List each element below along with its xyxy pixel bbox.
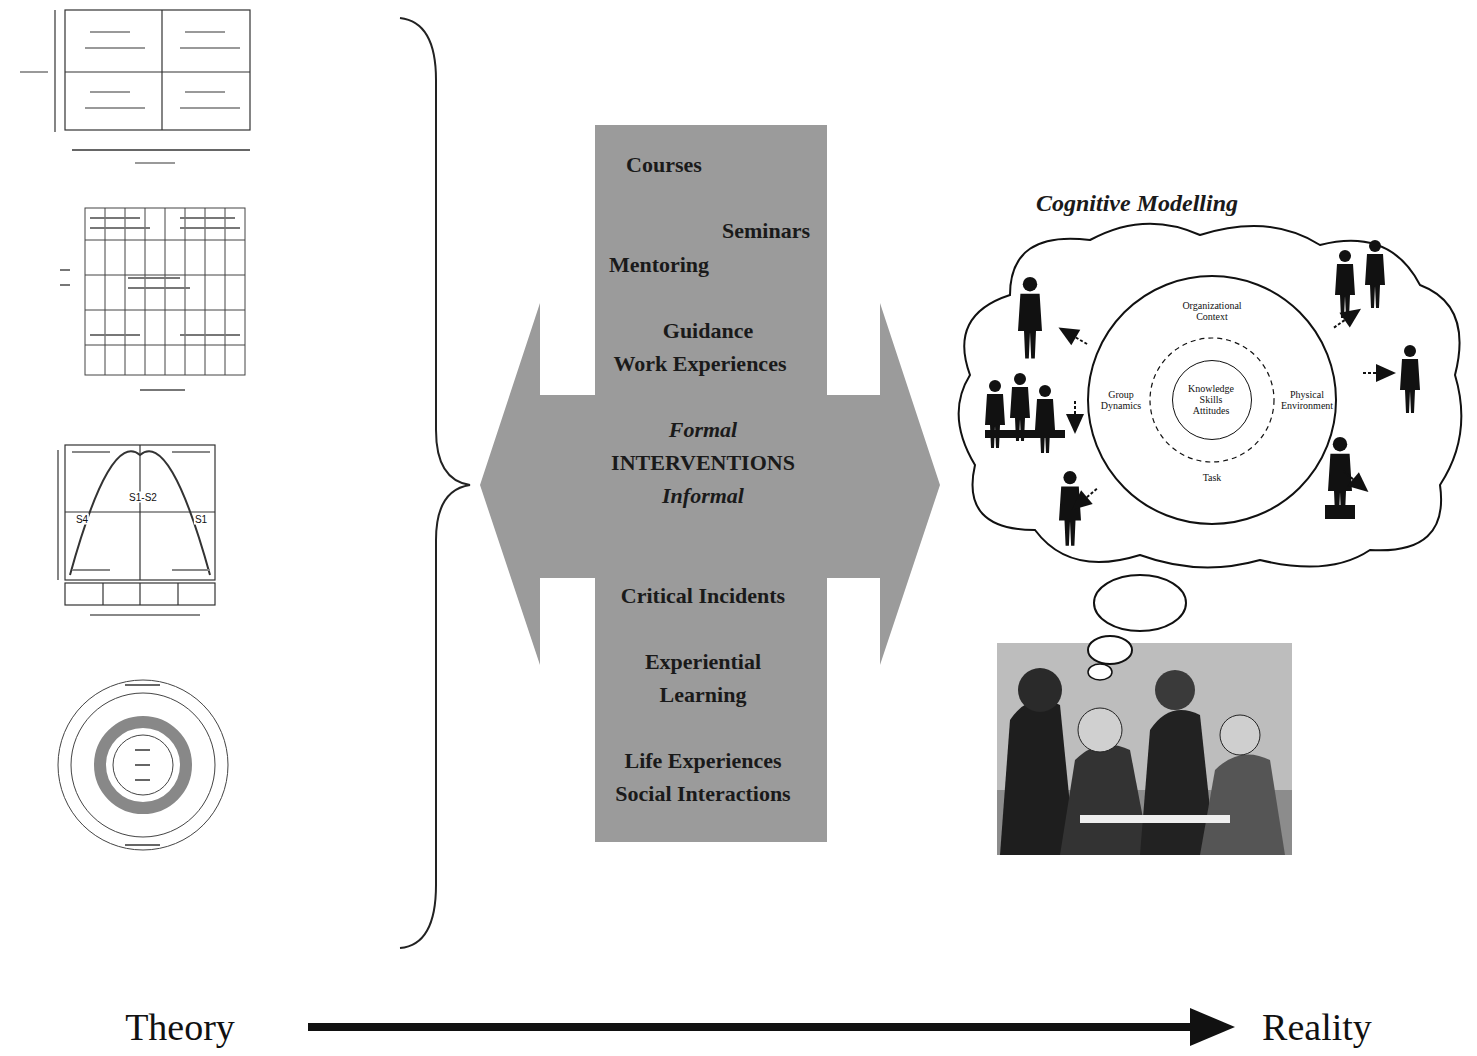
axis-label: Reality	[1262, 1005, 1372, 1049]
node-text: Physical Environment	[1278, 389, 1336, 411]
node-text: Organizational Context	[1167, 300, 1257, 322]
node-text: Mentoring	[609, 253, 709, 277]
interventions-arrow: CoursesSeminarsMentoringGuidanceWork Exp…	[480, 125, 940, 842]
quadrant-label: S4	[75, 514, 89, 525]
node-text: Experiential Learning	[628, 645, 778, 711]
node-text: Seminars	[722, 219, 810, 243]
node-text: Life Experiences	[624, 749, 781, 773]
node-text: Knowledge Skills Attitudes	[1181, 383, 1241, 416]
quadrant-label: S1-S2	[128, 492, 158, 503]
node-text: Task	[1182, 472, 1242, 483]
thought-cloud: Cognitive ModellingOrganizational Contex…	[940, 185, 1475, 580]
quadrant-label: S1	[194, 514, 208, 525]
node-text: INTERVENTIONS	[611, 451, 795, 475]
node-text: Courses	[626, 153, 702, 177]
axis-label: Theory	[125, 1005, 235, 1049]
node-text: Critical Incidents	[621, 584, 785, 608]
node-text: Work Experiences	[614, 352, 787, 376]
node-text: Social Interactions	[615, 782, 790, 806]
node-text: Group Dynamics	[1098, 389, 1144, 411]
node-text: Guidance	[663, 319, 753, 343]
node-text: Formal	[669, 418, 737, 442]
node-text: Informal	[662, 484, 744, 508]
node-text: Cognitive Modelling	[1036, 190, 1238, 216]
model-circle: Organizational ContextGroup Dynamics Phys…	[1087, 275, 1337, 525]
model-circle: Knowledge Skills Attitudes	[1172, 360, 1252, 440]
